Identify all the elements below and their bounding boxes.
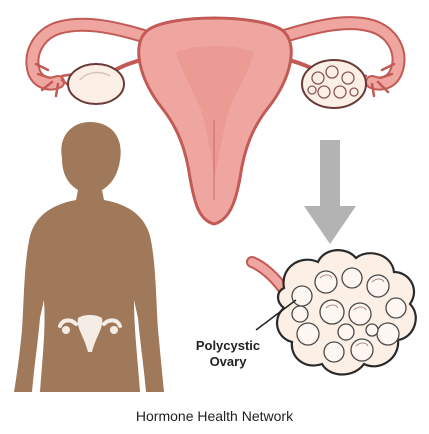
- enlarged-polycystic-ovary: [252, 250, 416, 374]
- pcos-illustration: Polycystic Ovary: [0, 0, 429, 400]
- female-silhouette-icon: [14, 122, 164, 392]
- image-credit: Hormone Health Network: [0, 408, 429, 424]
- down-arrow-icon: [304, 140, 356, 244]
- left-normal-ovary: [68, 64, 124, 104]
- polycystic-ovary-label-line1: Polycystic: [196, 338, 260, 353]
- right-small-polycystic-ovary: [302, 60, 366, 108]
- polycystic-ovary-label-line2: Ovary: [210, 354, 248, 369]
